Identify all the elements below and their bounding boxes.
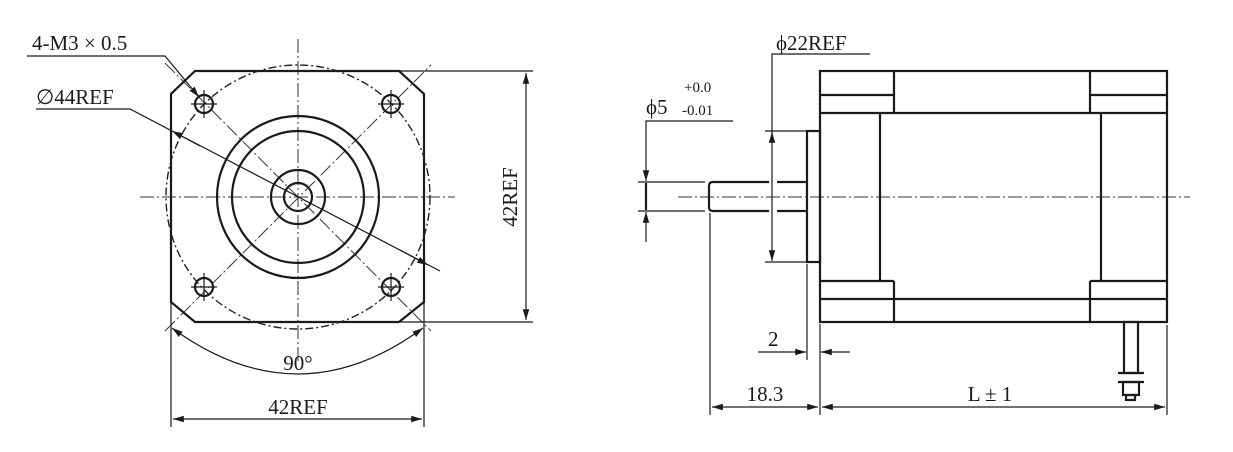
- circle-label: ∅44REF: [36, 85, 114, 109]
- circle-diameter-line: [171, 130, 441, 272]
- pilot-label: ϕ22REF: [776, 31, 847, 55]
- width-label: 42REF: [268, 395, 328, 419]
- shaft-circle: [282, 181, 314, 213]
- angle-label: 90°: [283, 351, 312, 375]
- pilot-flange: [805, 129, 822, 264]
- circle-leader: [36, 108, 173, 132]
- shaft-length-label: 18.3: [747, 382, 784, 406]
- height-label: 42REF: [498, 167, 522, 227]
- body-length-label: L ± 1: [968, 382, 1013, 406]
- pilot-inner-circle: [230, 129, 366, 265]
- pilot-leader: [771, 53, 870, 133]
- bolt-circle: [165, 64, 431, 330]
- shaft: [707, 180, 807, 213]
- pilot-outer-circle: [215, 114, 381, 280]
- connector: [1118, 320, 1144, 402]
- thread-leader: [27, 55, 200, 98]
- thread-label: 4-M3 × 0.5: [32, 31, 127, 55]
- hub-circle: [269, 168, 327, 226]
- shaft-leader: [642, 120, 733, 181]
- mounting-holes: [191, 90, 404, 301]
- shaft-tolerance-lower: -0.01: [682, 103, 713, 119]
- shaft-tolerance-upper: +0.0: [684, 80, 711, 96]
- front-view: 4-M3 × 0.5 ∅44REF 42REF 42REF 90°: [27, 31, 533, 427]
- flange-label: 2: [768, 327, 779, 351]
- side-view: ϕ22REF ϕ5 +0.0 -0.01 2 18.3 L ± 1: [638, 31, 1190, 415]
- shaft-label: ϕ5: [646, 95, 668, 119]
- angle-arc: [171, 327, 424, 375]
